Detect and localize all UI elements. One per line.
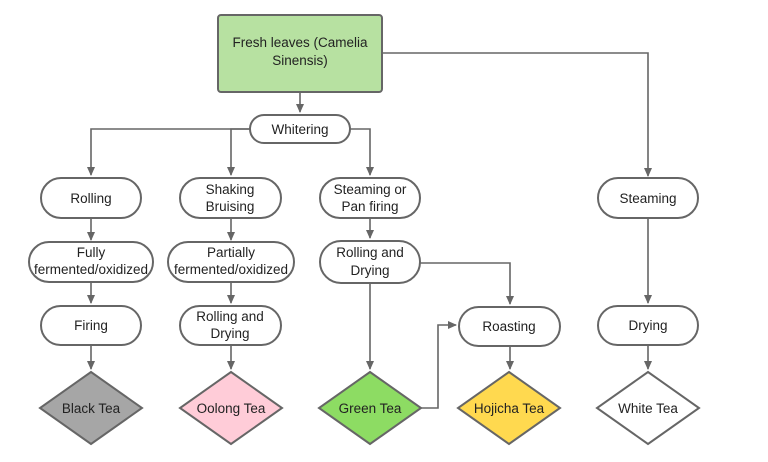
green-tea-label: Green Tea bbox=[339, 401, 402, 416]
steaming-pan-label-line2: Pan firing bbox=[341, 199, 398, 214]
white-tea-label: White Tea bbox=[618, 401, 678, 416]
partially-label-line2: fermented/oxidized bbox=[174, 262, 288, 277]
firing-label: Firing bbox=[74, 318, 108, 333]
edge-whitering-to-rolling bbox=[87, 128, 250, 176]
whitering-label: Whitering bbox=[271, 122, 328, 137]
partially-label-line1: Partially bbox=[207, 245, 255, 260]
node-hojicha-tea: Hojicha Tea bbox=[456, 370, 562, 446]
fresh-leaves-label-line2: Sinensis) bbox=[272, 53, 328, 68]
steaming-pan-label-line1: Steaming or bbox=[334, 182, 407, 197]
black-tea-label: Black Tea bbox=[62, 401, 121, 416]
node-whitering: Whitering bbox=[249, 114, 351, 144]
edge-fresh-to-steaming bbox=[382, 52, 652, 177]
rolling-label: Rolling bbox=[70, 191, 111, 206]
node-partially-fermented: Partially fermented/oxidized bbox=[167, 241, 295, 283]
edge-rolling-drying-to-roasting bbox=[420, 262, 514, 305]
node-roasting: Roasting bbox=[458, 306, 561, 347]
rolling-drying-green-line1: Rolling and bbox=[336, 245, 404, 260]
edges bbox=[87, 52, 652, 409]
drying-label: Drying bbox=[628, 318, 667, 333]
node-fully-fermented: Fully fermented/oxidized bbox=[28, 241, 154, 283]
node-green-tea: Green Tea bbox=[317, 370, 423, 446]
node-steaming: Steaming bbox=[597, 177, 699, 219]
node-drying: Drying bbox=[597, 305, 699, 346]
node-white-tea: White Tea bbox=[595, 370, 701, 446]
node-shaking-bruising: Shaking Bruising bbox=[179, 177, 282, 219]
node-rolling-drying-green: Rolling and Drying bbox=[319, 240, 421, 284]
fully-label-line1: Fully bbox=[77, 245, 106, 260]
edge-whitering-to-shaking bbox=[227, 128, 250, 176]
oolong-tea-label: Oolong Tea bbox=[197, 401, 266, 416]
node-oolong-tea: Oolong Tea bbox=[178, 370, 284, 446]
rolling-drying-oolong-line1: Rolling and bbox=[196, 309, 264, 324]
edge-whitering-to-steaming-pan bbox=[350, 128, 374, 176]
node-rolling-drying-oolong: Rolling and Drying bbox=[179, 305, 282, 346]
node-steaming-pan-firing: Steaming or Pan firing bbox=[319, 177, 421, 219]
shaking-label-line2: Bruising bbox=[206, 199, 255, 214]
edge-green-to-roasting bbox=[420, 321, 457, 409]
node-firing: Firing bbox=[40, 305, 142, 346]
rolling-drying-green-line2: Drying bbox=[350, 263, 389, 278]
node-black-tea: Black Tea bbox=[38, 370, 144, 446]
steaming-label: Steaming bbox=[619, 191, 676, 206]
roasting-label: Roasting bbox=[482, 319, 535, 334]
fresh-leaves-label-line1: Fresh leaves (Camelia bbox=[232, 35, 368, 50]
fully-label-line2: fermented/oxidized bbox=[34, 262, 148, 277]
node-rolling: Rolling bbox=[40, 177, 142, 219]
fresh-leaves-box bbox=[217, 14, 383, 93]
node-fresh-leaves: Fresh leaves (Camelia Sinensis) bbox=[217, 14, 383, 93]
shaking-label-line1: Shaking bbox=[206, 182, 255, 197]
hojicha-tea-label: Hojicha Tea bbox=[474, 401, 545, 416]
rolling-drying-oolong-line2: Drying bbox=[210, 326, 249, 341]
